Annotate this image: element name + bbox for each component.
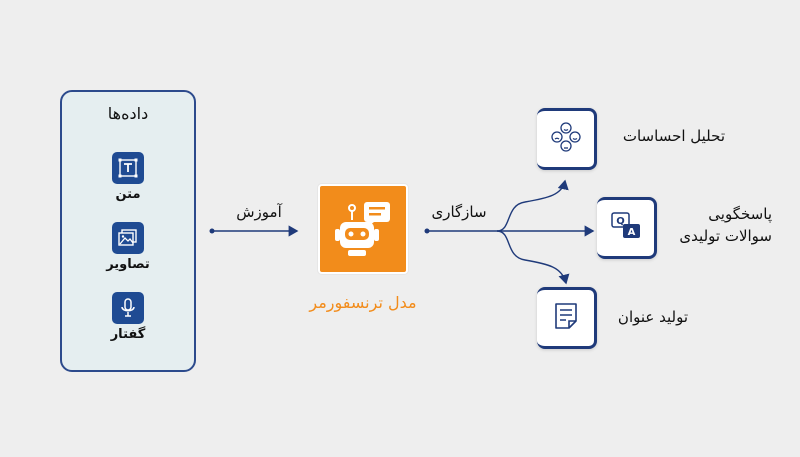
svg-text:Q: Q — [616, 216, 625, 227]
robot-chat-icon — [318, 184, 408, 274]
svg-text:A: A — [627, 227, 635, 238]
generative-qa-card: Q A — [597, 197, 657, 259]
data-item-images-label: تصاویر — [106, 257, 150, 272]
image-icon — [112, 222, 144, 254]
data-item-text-label: متن — [115, 187, 141, 202]
microphone-icon — [112, 292, 144, 324]
model-label: مدل ترنسفورمر — [309, 293, 417, 312]
sentiment-analysis-label: تحلیل احساسات — [622, 127, 725, 145]
text-icon — [112, 152, 144, 184]
generative-qa-label-line2: سوالات تولیدی — [679, 227, 772, 245]
adaptation-label: سازگاری — [431, 203, 487, 221]
title-generation-label: تولید عنوان — [617, 308, 688, 326]
data-panel-title: داده‌ها — [107, 104, 149, 123]
qa-icon: Q A — [609, 209, 643, 247]
generative-qa-label: پاسخگویی سوالات تولیدی — [662, 203, 772, 247]
data-item-speech-label: گفتار — [110, 327, 146, 342]
emotions-icon — [549, 120, 583, 158]
training-arrow — [209, 225, 299, 237]
adaptation-branches — [424, 179, 595, 285]
generative-qa-label-line1: پاسخگویی — [708, 205, 772, 223]
title-generation-card — [537, 287, 597, 349]
document-icon — [551, 301, 581, 335]
sentiment-analysis-card — [537, 108, 597, 170]
training-label: آموزش — [236, 203, 282, 221]
